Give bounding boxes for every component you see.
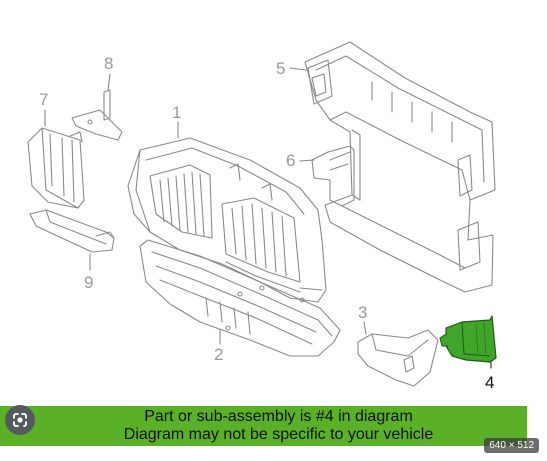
part-9-lower-bracket xyxy=(29,209,115,253)
info-banner: Part or sub-assembly is #4 in diagram Di… xyxy=(0,406,527,446)
parts-diagram xyxy=(27,41,497,387)
callout-7: 7 xyxy=(39,90,49,109)
part-4-air-duct-highlighted xyxy=(439,315,497,363)
banner-line-part-number: Part or sub-assembly is #4 in diagram xyxy=(144,408,413,425)
part-7-air-deflector xyxy=(27,127,85,209)
image-size-badge: 640 × 512 xyxy=(484,438,539,453)
part-3-bumper-bracket xyxy=(357,329,439,387)
part-1-grille-assembly xyxy=(127,137,327,303)
part-5-radiator-support xyxy=(304,41,496,293)
callout-5: 5 xyxy=(276,59,286,78)
part-8-mount-bracket xyxy=(71,89,123,141)
callout-3: 3 xyxy=(358,303,368,322)
callout-2: 2 xyxy=(214,345,224,364)
banner-line-disclaimer: Diagram may not be specific to your vehi… xyxy=(123,426,434,443)
callout-1: 1 xyxy=(172,103,182,122)
lens-glyph xyxy=(13,413,27,427)
callout-6: 6 xyxy=(286,151,296,170)
google-lens-icon[interactable] xyxy=(5,405,35,435)
callout-4: 4 xyxy=(485,373,495,392)
part-6-bracket xyxy=(311,145,355,207)
callout-8: 8 xyxy=(104,54,114,73)
callout-9: 9 xyxy=(84,273,94,292)
part-2-lower-grille xyxy=(139,239,341,357)
